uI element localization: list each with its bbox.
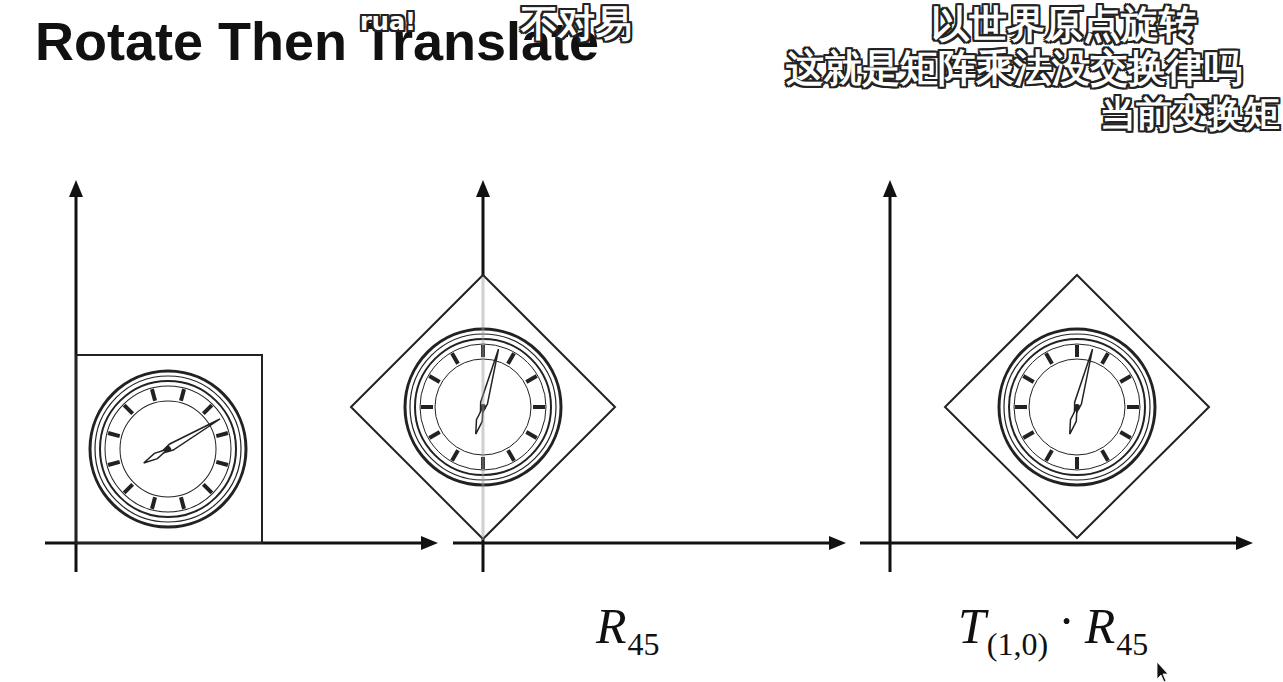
diamond-frame	[351, 275, 615, 539]
math-symbol: T	[958, 601, 986, 651]
x-axis	[453, 542, 833, 545]
slide-title: Rotate Then Translate	[35, 14, 599, 68]
clock-figure	[58, 339, 279, 560]
axis-arrowhead	[1236, 536, 1253, 550]
axis-arrowhead	[421, 536, 438, 550]
diamond-frame	[945, 275, 1209, 538]
math-operator: ·	[1058, 596, 1075, 646]
clock-figure	[999, 329, 1155, 485]
math-subscript: 45	[628, 628, 660, 660]
mouse-cursor	[1157, 662, 1168, 682]
axis-arrowhead	[476, 180, 490, 197]
math-subscript: 45	[1116, 628, 1148, 660]
axis-ghost	[482, 277, 485, 540]
subtitle-text: 不对易	[521, 5, 632, 42]
x-axis	[860, 542, 1240, 545]
subtitle-text: 以世界原点旋转	[931, 5, 1197, 43]
subtitle-text: rua!	[360, 10, 416, 34]
subtitle-text: 当前变换矩	[1100, 96, 1280, 132]
axis-arrowhead	[883, 180, 897, 197]
y-axis	[889, 192, 892, 572]
math-symbol: R	[596, 601, 627, 651]
math-subscript: (1,0)	[987, 628, 1048, 660]
axis-arrowhead	[829, 536, 846, 550]
subtitle-text: 这就是矩阵乘法没交换律吗	[786, 49, 1242, 87]
math-symbol: R	[1085, 601, 1116, 651]
y-axis	[482, 192, 485, 572]
axis-arrowhead	[69, 180, 83, 197]
